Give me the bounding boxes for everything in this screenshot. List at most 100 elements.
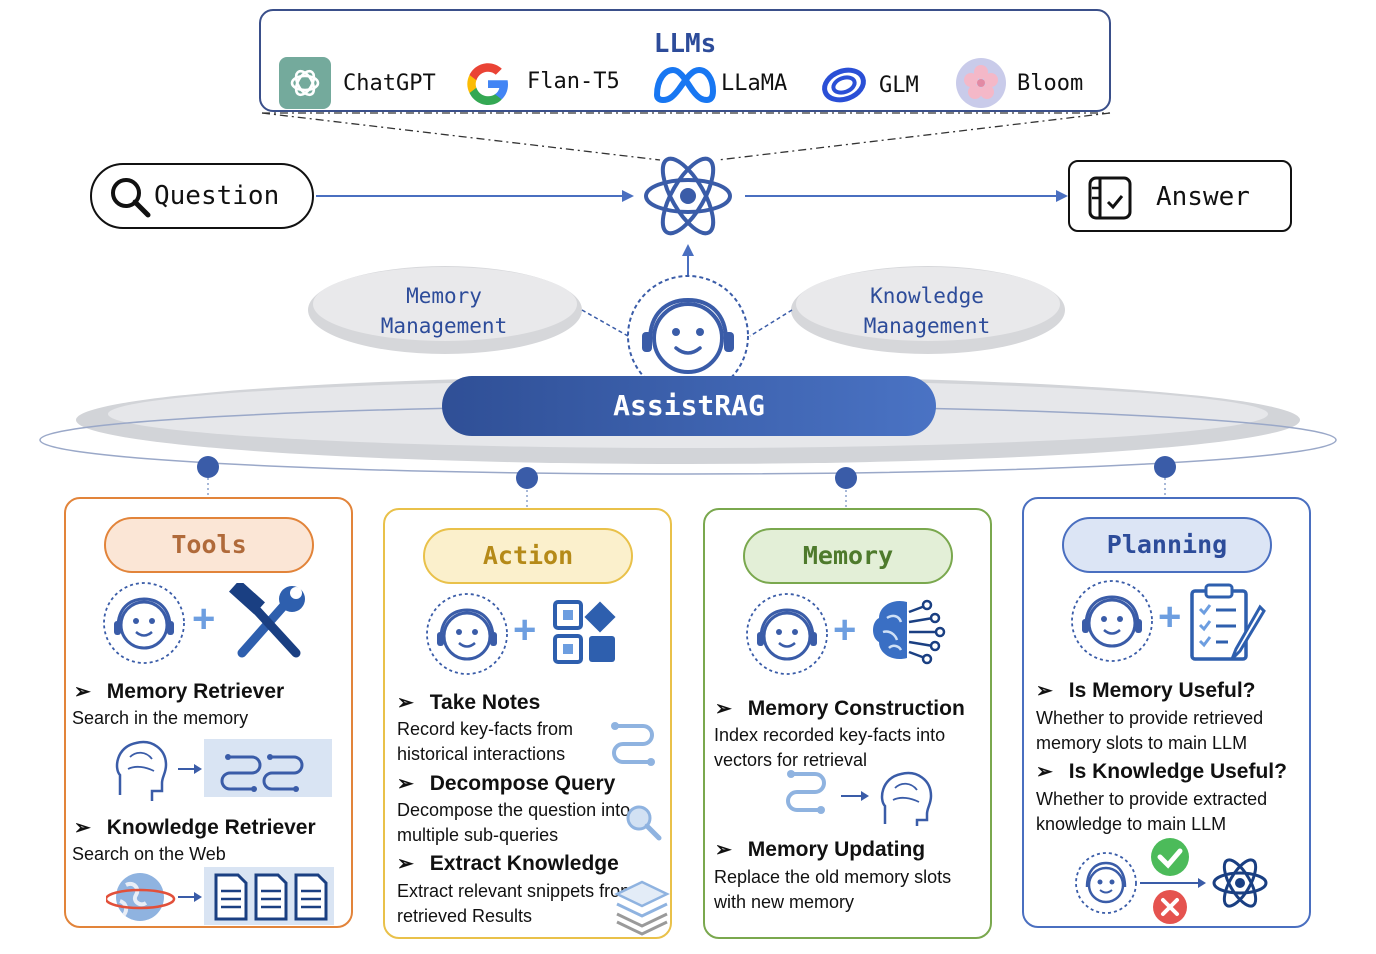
- plus-icon: +: [192, 597, 216, 641]
- answer-box: Answer: [1068, 160, 1292, 232]
- action-item-title: ➢ Extract Knowledge: [397, 851, 619, 876]
- memory-updating-desc-line2: with new memory: [714, 892, 855, 912]
- extract-knowledge-title: Extract Knowledge: [429, 852, 619, 875]
- memory-card: Memory + ➢ Memory Construction Index reco…: [703, 508, 992, 939]
- glm-icon: [822, 67, 866, 103]
- assistant-robot-icon: [746, 593, 828, 675]
- planning-item-title: ➢ Is Knowledge Useful?: [1036, 759, 1287, 784]
- bullet-arrow-icon: ➢: [1036, 761, 1053, 783]
- assistant-robot-icon: [103, 582, 185, 664]
- connector-dot-memory: [835, 467, 857, 489]
- tools-item-title: ➢ Knowledge Retriever: [74, 815, 316, 840]
- assistrag-banner: AssistRAG: [442, 376, 936, 436]
- bullet-arrow-icon: ➢: [1036, 680, 1053, 702]
- answer-label: Answer: [1156, 182, 1250, 212]
- checklist-icon: [1088, 176, 1132, 220]
- llm-bloom-label: Bloom: [1017, 71, 1084, 96]
- memory-retriever-desc: Search in the memory: [72, 708, 249, 728]
- planning-title: Planning: [1062, 517, 1272, 573]
- take-notes-desc-line1: Record key-facts from: [397, 719, 574, 739]
- take-notes-title: Take Notes: [429, 691, 541, 714]
- connector-dot-action: [516, 467, 538, 489]
- decision-flow-icon: [1075, 838, 1268, 924]
- action-title: Action: [423, 528, 633, 584]
- hammer-wrench-icon: [229, 583, 305, 658]
- vector-to-brain-icon: [786, 770, 933, 826]
- llm-flant5-label: Flan-T5: [527, 69, 620, 94]
- memory-retriever-title: Memory Retriever: [106, 680, 285, 703]
- take-notes-desc-line2: historical interactions: [397, 744, 566, 764]
- memory-management-line1: Memory: [406, 284, 482, 308]
- connector-dot-tools: [197, 456, 219, 478]
- decompose-query-desc-line2: multiple sub-queries: [397, 825, 559, 845]
- atom-icon: [644, 156, 732, 236]
- plus-icon: +: [833, 608, 857, 652]
- question-box: Question: [90, 163, 314, 229]
- llm-chatgpt-label: ChatGPT: [343, 71, 436, 96]
- bullet-arrow-icon: ➢: [715, 698, 732, 720]
- extract-knowledge-desc: Extract relevant snippets from retrieved…: [397, 879, 635, 929]
- decompose-query-desc: Decompose the question into multiple sub…: [397, 798, 630, 848]
- bullet-arrow-icon: ➢: [397, 692, 414, 714]
- llm-glm-label: GLM: [879, 73, 919, 98]
- is-memory-useful-desc: Whether to provide retrieved memory slot…: [1036, 706, 1263, 756]
- is-knowledge-useful-desc-line2: knowledge to main LLM: [1036, 814, 1227, 834]
- memory-item-title: ➢Memory Updating: [715, 837, 925, 862]
- decompose-query-title: Decompose Query: [429, 772, 616, 795]
- llm-title: LLMs: [653, 29, 717, 59]
- meta-icon: [654, 67, 716, 103]
- is-memory-useful-desc-line1: Whether to provide retrieved: [1036, 708, 1264, 728]
- action-card: Action + ➢ Take Notes Record key-facts fr…: [383, 508, 672, 939]
- planning-item-title: ➢ Is Memory Useful?: [1036, 678, 1255, 703]
- decompose-query-desc-line1: Decompose the question into: [397, 800, 631, 820]
- bullet-arrow-icon: ➢: [397, 773, 414, 795]
- web-to-documents-icon: [106, 867, 334, 925]
- llm-panel: LLMs ChatGPT Flan-T5 LLaMA GLM Bloom: [259, 9, 1111, 112]
- memory-construction-title: Memory Construction: [747, 697, 965, 720]
- vector-path-icon: [611, 722, 655, 766]
- ai-brain-icon: [873, 599, 946, 665]
- memory-construction-desc-line2: vectors for retrieval: [714, 750, 868, 770]
- knowledge-retriever-title: Knowledge Retriever: [106, 816, 316, 839]
- bloom-icon: [956, 58, 1006, 108]
- extract-knowledge-desc-line1: Extract relevant snippets from: [397, 881, 636, 901]
- is-memory-useful-title: Is Memory Useful?: [1068, 679, 1256, 702]
- memory-item-title: ➢ Memory Construction: [715, 696, 965, 721]
- is-knowledge-useful-desc-line1: Whether to provide extracted: [1036, 789, 1268, 809]
- assistant-robot-icon: [426, 593, 508, 675]
- google-icon: [467, 63, 508, 105]
- memory-management-label: Memory Management: [340, 281, 548, 341]
- assistant-robot-icon: [627, 275, 749, 384]
- memory-title: Memory: [743, 528, 953, 584]
- memory-management-line2: Management: [380, 314, 508, 338]
- chatgpt-icon: [279, 57, 331, 109]
- action-item-title: ➢ Take Notes: [397, 690, 540, 715]
- action-item-title: ➢ Decompose Query: [397, 771, 615, 796]
- layers-icon: [614, 880, 670, 936]
- plus-icon: +: [1158, 595, 1182, 639]
- memory-construction-desc-line1: Index recorded key-facts into: [714, 725, 946, 745]
- is-memory-useful-desc-line2: memory slots to main LLM: [1036, 733, 1248, 753]
- bullet-arrow-icon: ➢: [74, 817, 91, 839]
- search-icon: [111, 178, 151, 218]
- memory-updating-desc-line1: Replace the old memory slots: [714, 867, 952, 887]
- magnifier-icon: [626, 805, 662, 841]
- knowledge-management-line2: Management: [863, 314, 991, 338]
- assistant-robot-icon: [1071, 580, 1153, 662]
- bullet-arrow-icon: ➢: [397, 853, 414, 875]
- tools-card: Tools + ➢Memory Retriever Search in the …: [64, 497, 353, 928]
- bullet-arrow-icon: ➢: [74, 681, 91, 703]
- is-knowledge-useful-title: Is Knowledge Useful?: [1068, 760, 1287, 783]
- extract-knowledge-desc-line2: retrieved Results: [397, 906, 533, 926]
- take-notes-desc: Record key-facts from historical interac…: [397, 717, 573, 767]
- knowledge-retriever-desc: Search on the Web: [72, 844, 226, 864]
- question-label: Question: [154, 181, 280, 211]
- plus-icon: +: [513, 608, 537, 652]
- memory-updating-desc: Replace the old memory slots with new me…: [714, 865, 951, 915]
- action-blocks-icon: [553, 600, 616, 664]
- planning-card: Planning + ➢ Is Memory Useful? Whether to…: [1022, 497, 1311, 928]
- knowledge-management-line1: Knowledge: [870, 284, 984, 308]
- llm-llama-label: LLaMA: [721, 71, 788, 96]
- memory-construction-desc: Index recorded key-facts into vectors fo…: [714, 723, 945, 773]
